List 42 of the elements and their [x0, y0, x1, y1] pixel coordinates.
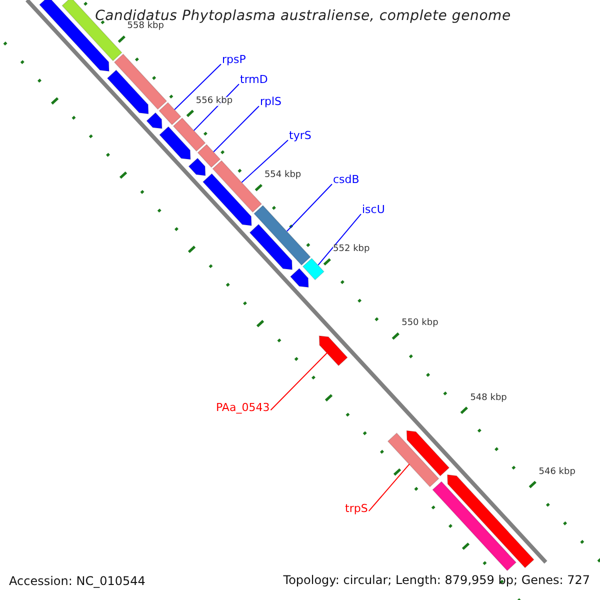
scale-label: 556 kbp [196, 96, 233, 106]
gene-bar [158, 102, 182, 126]
scale-label: 548 kbp [470, 394, 507, 404]
gene-block [290, 268, 309, 288]
gene-label: csdB [333, 174, 360, 186]
gene-block [249, 224, 293, 270]
gene-label: iscU [362, 204, 385, 216]
gene-block [159, 126, 191, 160]
genome-info-text: Topology: circular; Length: 879,959 bp; Genes: 727 [282, 573, 591, 588]
gene-bar [254, 204, 311, 266]
gene-block [146, 112, 162, 129]
leader-line [213, 106, 260, 152]
leader-line [270, 352, 328, 411]
leader-line [241, 140, 288, 183]
gene-label: tyrS [289, 130, 312, 142]
gene-label: rpsP [222, 54, 246, 66]
gene-block [406, 430, 450, 476]
gene-label: trmD [240, 74, 268, 86]
scale-label: 552 kbp [333, 245, 370, 255]
gene-block [318, 335, 348, 366]
scale-label: 554 kbp [264, 170, 302, 181]
leader-line [368, 464, 410, 512]
gene-block [106, 70, 149, 114]
gene-block [188, 158, 206, 176]
gene-label: PAa_0543 [216, 402, 270, 414]
leader-line [318, 214, 362, 266]
leader-line [174, 64, 222, 110]
leader-line [286, 184, 332, 232]
gene-block [446, 474, 534, 568]
gene-label: trpS [345, 503, 368, 516]
scale-label: 546 kbp [538, 468, 576, 478]
gene-bar [197, 144, 221, 168]
gene-bar [302, 258, 324, 280]
scale-label: 550 kbp [402, 319, 438, 330]
gene-bar [172, 117, 206, 152]
gene-label: rplS [260, 96, 282, 108]
gene-bar [432, 481, 517, 572]
gene-bar [387, 432, 440, 488]
gene-bar [212, 160, 262, 213]
gene-bar [114, 54, 168, 110]
accession-text: Accession: NC_010544 [9, 575, 146, 588]
gene-block [202, 173, 252, 226]
